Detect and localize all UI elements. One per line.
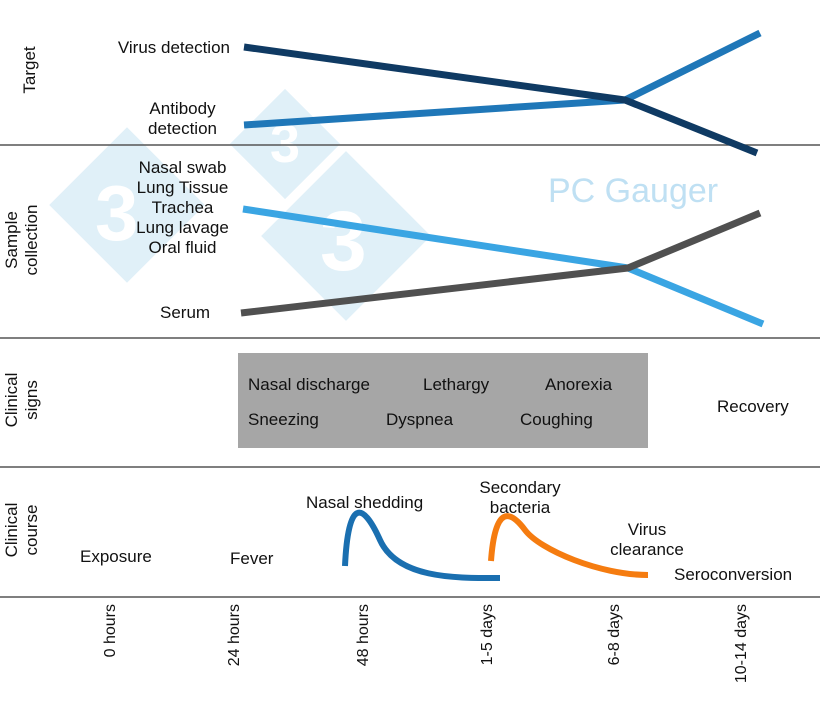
section-label-clinical-course: Clinical course (2, 502, 41, 558)
sign-dyspnea: Dyspnea (386, 410, 454, 429)
tick-48-hours: 48 hours (355, 604, 372, 667)
sign-nasal-discharge: Nasal discharge (248, 375, 370, 394)
serum-line (240, 209, 762, 317)
tick-24-hours: 24 hours (226, 604, 243, 667)
antibody-detection-line (243, 29, 762, 129)
sign-coughing: Coughing (520, 410, 593, 429)
tick-0-hours: 0 hours (102, 604, 119, 658)
virus-detection-label: Virus detection (117, 38, 230, 57)
serum-label: Serum (160, 303, 211, 322)
section-label-sample-collection: Sample collection (2, 204, 41, 276)
sign-anorexia: Anorexia (545, 375, 613, 394)
svg-text:3: 3 (95, 169, 138, 257)
seroconversion-label: Seroconversion (674, 565, 793, 584)
sign-sneezing: Sneezing (248, 410, 319, 429)
tick-6-8-days: 6-8 days (606, 604, 623, 666)
nasal-shedding-curve (342, 509, 501, 582)
section-label-target: Target (20, 46, 39, 94)
tick-10-14-days: 10-14 days (733, 604, 750, 684)
tick-1-5-days: 1-5 days (479, 604, 496, 666)
secondary-bacteria-curve (488, 513, 649, 578)
nasal-shedding-label: Nasal shedding (306, 493, 424, 512)
respiratory-sample-labels: Nasal swab Lung Tissue Trachea Lung lava… (136, 158, 229, 257)
antibody-detection-label: Antibody detection (148, 99, 217, 138)
sign-lethargy: Lethargy (423, 375, 490, 394)
recovery-label: Recovery (717, 397, 789, 416)
section-label-clinical-signs: Clinical signs (2, 372, 41, 428)
watermark-text: PC Gauger (548, 172, 719, 210)
secondary-bacteria-label: Secondary bacteria (479, 478, 561, 517)
svg-text:3: 3 (320, 194, 367, 288)
exposure-label: Exposure (80, 547, 152, 566)
virus-clearance-label: Virus clearance (610, 520, 684, 559)
fever-label: Fever (230, 549, 274, 568)
virus-detection-line (243, 43, 759, 157)
clinical-signs-box (238, 353, 648, 448)
